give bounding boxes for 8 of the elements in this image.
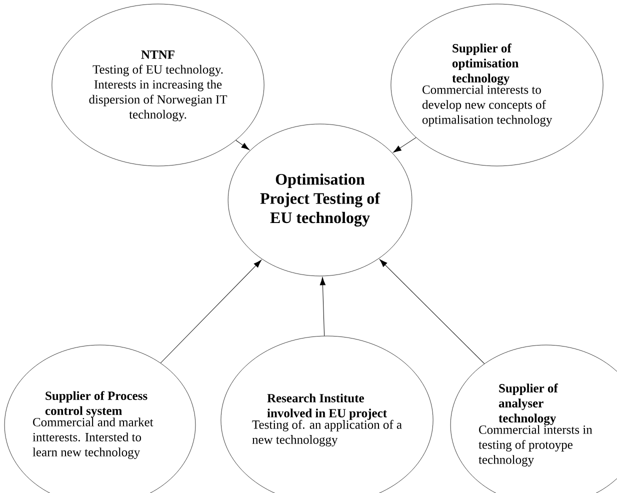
arrow <box>160 260 262 364</box>
ellipse-node: NTNF Testing of EU technology. Interests in increasing the dispersion of Norwegian IT technology. <box>52 4 264 166</box>
arrow <box>320 277 326 336</box>
arrow <box>393 137 416 153</box>
ellipse-node: Supplier of optimisation technology Commercial interests to develop new concepts of optimalisation technology <box>390 4 604 166</box>
arrow <box>236 140 250 150</box>
ellipse-node: Optimisation Project Testing of EU technology <box>228 124 412 276</box>
arrow <box>379 259 485 364</box>
